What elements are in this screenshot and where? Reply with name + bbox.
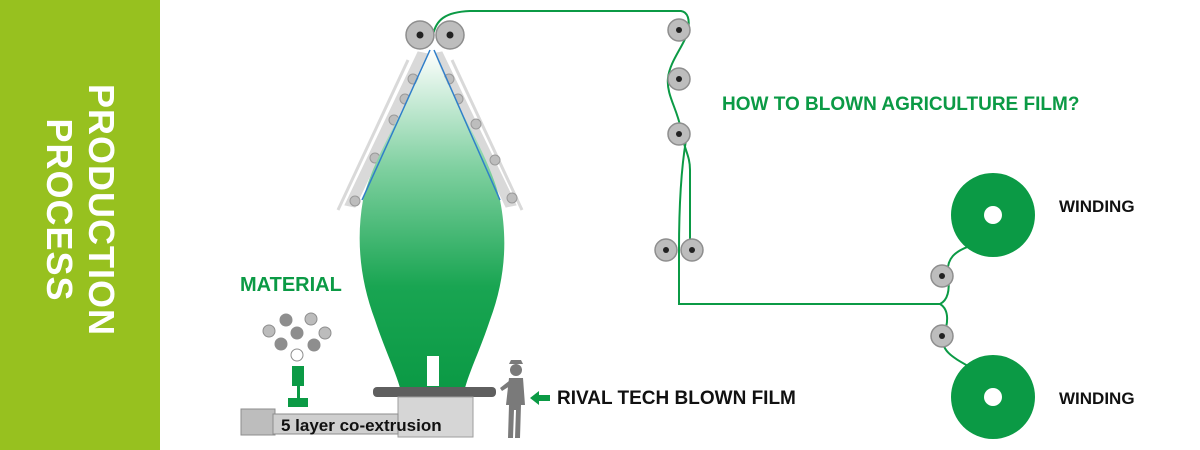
collapsing-frame: [336, 51, 524, 211]
roller-icon: [349, 195, 361, 207]
winding-roll-icon: [951, 355, 1035, 439]
roller-icon: [506, 192, 518, 204]
material-pellets-icon: [262, 312, 332, 362]
hopper-throat: [288, 398, 308, 407]
extruder-body: [397, 396, 474, 438]
roller-icon: [470, 118, 482, 130]
winding-bottom-label: WINDING: [1059, 389, 1135, 408]
roller-icon: [489, 154, 501, 166]
material-label: MATERIAL: [240, 274, 342, 296]
side-band: PRODUCTION PROCESS: [0, 0, 160, 450]
die-slot: [427, 356, 439, 386]
hopper-feed: [297, 386, 300, 398]
extruder-barrel: [272, 413, 399, 435]
extruder-motor: [240, 408, 276, 436]
nip-rollers: [405, 20, 465, 50]
arrow-left-icon: [530, 391, 550, 405]
die-plate: [373, 387, 496, 397]
guide-rollers: [654, 18, 954, 348]
extrusion-label: 5 layer co-extrusion: [281, 416, 442, 435]
film-bubble: [359, 50, 505, 388]
machine-label: RIVAL TECH BLOWN FILM: [557, 388, 796, 409]
winding-roll-icon: [951, 173, 1035, 257]
operator-icon: [500, 360, 525, 438]
hopper: [292, 366, 304, 386]
winding-top-label: WINDING: [1059, 197, 1135, 216]
headline-label: HOW TO BLOWN AGRICULTURE FILM?: [722, 94, 1080, 115]
